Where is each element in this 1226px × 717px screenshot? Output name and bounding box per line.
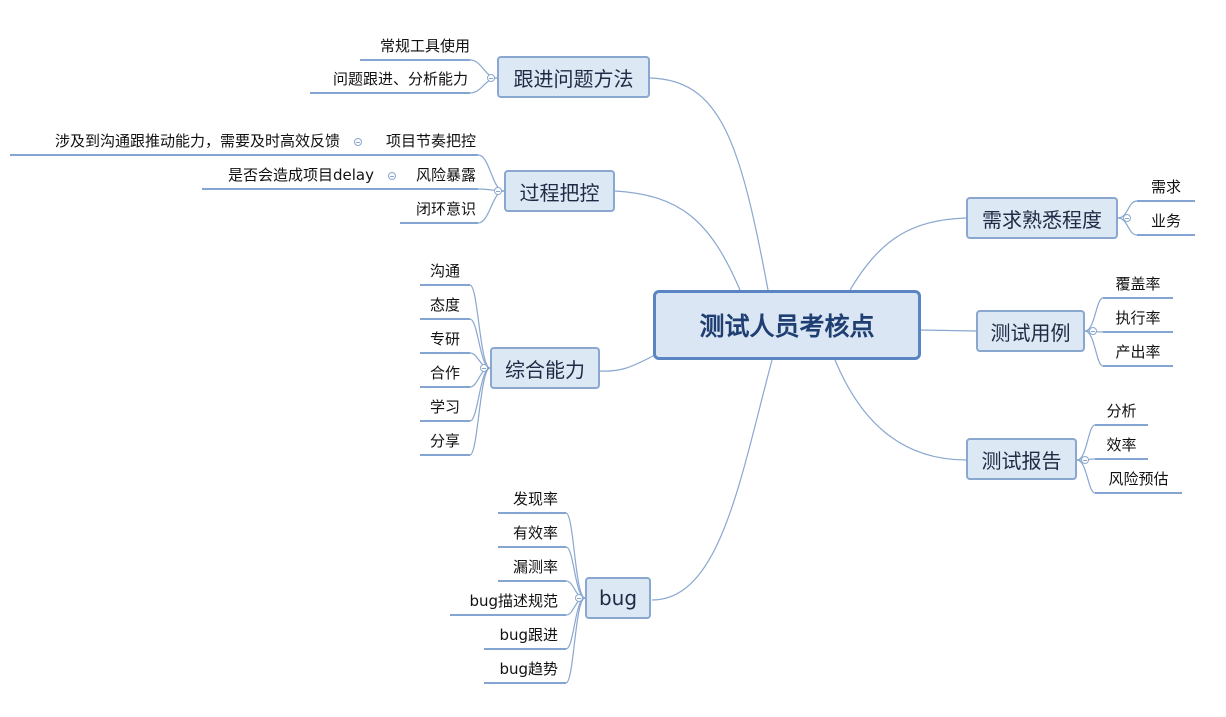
leaf-followup-analysis[interactable]: 问题跟进、分析能力 — [332, 70, 468, 88]
branch-requirements[interactable]: 需求熟悉程度 — [966, 197, 1118, 239]
collapse-toggle-risk[interactable] — [388, 172, 396, 180]
leaf-bug-miss-rate[interactable]: 漏测率 — [512, 558, 558, 576]
leaf-process-rhythm-note[interactable]: 涉及到沟通跟推动能力，需要及时高效反馈 — [54, 132, 340, 150]
leaf-ability-sharing[interactable]: 分享 — [429, 432, 460, 450]
branch-testcase[interactable]: 测试用例 — [976, 310, 1085, 352]
collapse-toggle-testcase[interactable] — [1089, 327, 1097, 335]
leaf-followup-tools[interactable]: 常规工具使用 — [379, 37, 470, 55]
collapse-toggle-followup[interactable] — [487, 74, 495, 82]
leaf-report-analysis[interactable]: 分析 — [1106, 402, 1137, 420]
leaf-process-risk-note[interactable]: 是否会造成项目delay — [228, 166, 374, 184]
collapse-toggle-ability[interactable] — [480, 364, 488, 372]
leaf-ability-research[interactable]: 专研 — [429, 330, 460, 348]
leaf-bug-discovery-rate[interactable]: 发现率 — [512, 490, 558, 508]
branch-followup[interactable]: 跟进问题方法 — [497, 56, 650, 98]
leaf-ability-attitude[interactable]: 态度 — [429, 296, 460, 314]
leaf-bug-followup[interactable]: bug跟进 — [499, 626, 558, 644]
leaf-bug-trend[interactable]: bug趋势 — [499, 660, 558, 678]
collapse-toggle-rhythm[interactable] — [354, 138, 362, 146]
leaf-bug-description[interactable]: bug描述规范 — [469, 592, 558, 610]
leaf-testcase-execution[interactable]: 执行率 — [1115, 309, 1161, 327]
leaf-process-risk[interactable]: 风险暴露 — [415, 166, 476, 184]
leaf-process-rhythm[interactable]: 项目节奏把控 — [385, 132, 476, 150]
branch-ability[interactable]: 综合能力 — [490, 347, 600, 389]
branch-report[interactable]: 测试报告 — [966, 438, 1077, 480]
leaf-testcase-coverage[interactable]: 覆盖率 — [1115, 275, 1161, 293]
collapse-toggle-requirements[interactable] — [1123, 214, 1131, 222]
collapse-toggle-bug[interactable] — [575, 594, 583, 602]
collapse-toggle-report[interactable] — [1081, 456, 1089, 464]
leaf-bug-valid-rate[interactable]: 有效率 — [512, 524, 558, 542]
leaf-ability-cooperation[interactable]: 合作 — [429, 364, 460, 382]
leaf-process-closedloop[interactable]: 闭环意识 — [415, 200, 476, 218]
leaf-ability-communication[interactable]: 沟通 — [429, 262, 460, 280]
center-topic[interactable]: 测试人员考核点 — [653, 290, 921, 360]
leaf-testcase-output[interactable]: 产出率 — [1115, 343, 1161, 361]
leaf-requirements-demand[interactable]: 需求 — [1150, 178, 1181, 196]
leaf-requirements-business[interactable]: 业务 — [1150, 212, 1181, 230]
leaf-report-risk-estimate[interactable]: 风险预估 — [1108, 470, 1169, 488]
collapse-toggle-process[interactable] — [494, 187, 502, 195]
branch-bug[interactable]: bug — [585, 577, 651, 619]
leaf-ability-learning[interactable]: 学习 — [429, 398, 460, 416]
leaf-report-efficiency[interactable]: 效率 — [1106, 436, 1137, 454]
branch-process[interactable]: 过程把控 — [504, 170, 615, 212]
